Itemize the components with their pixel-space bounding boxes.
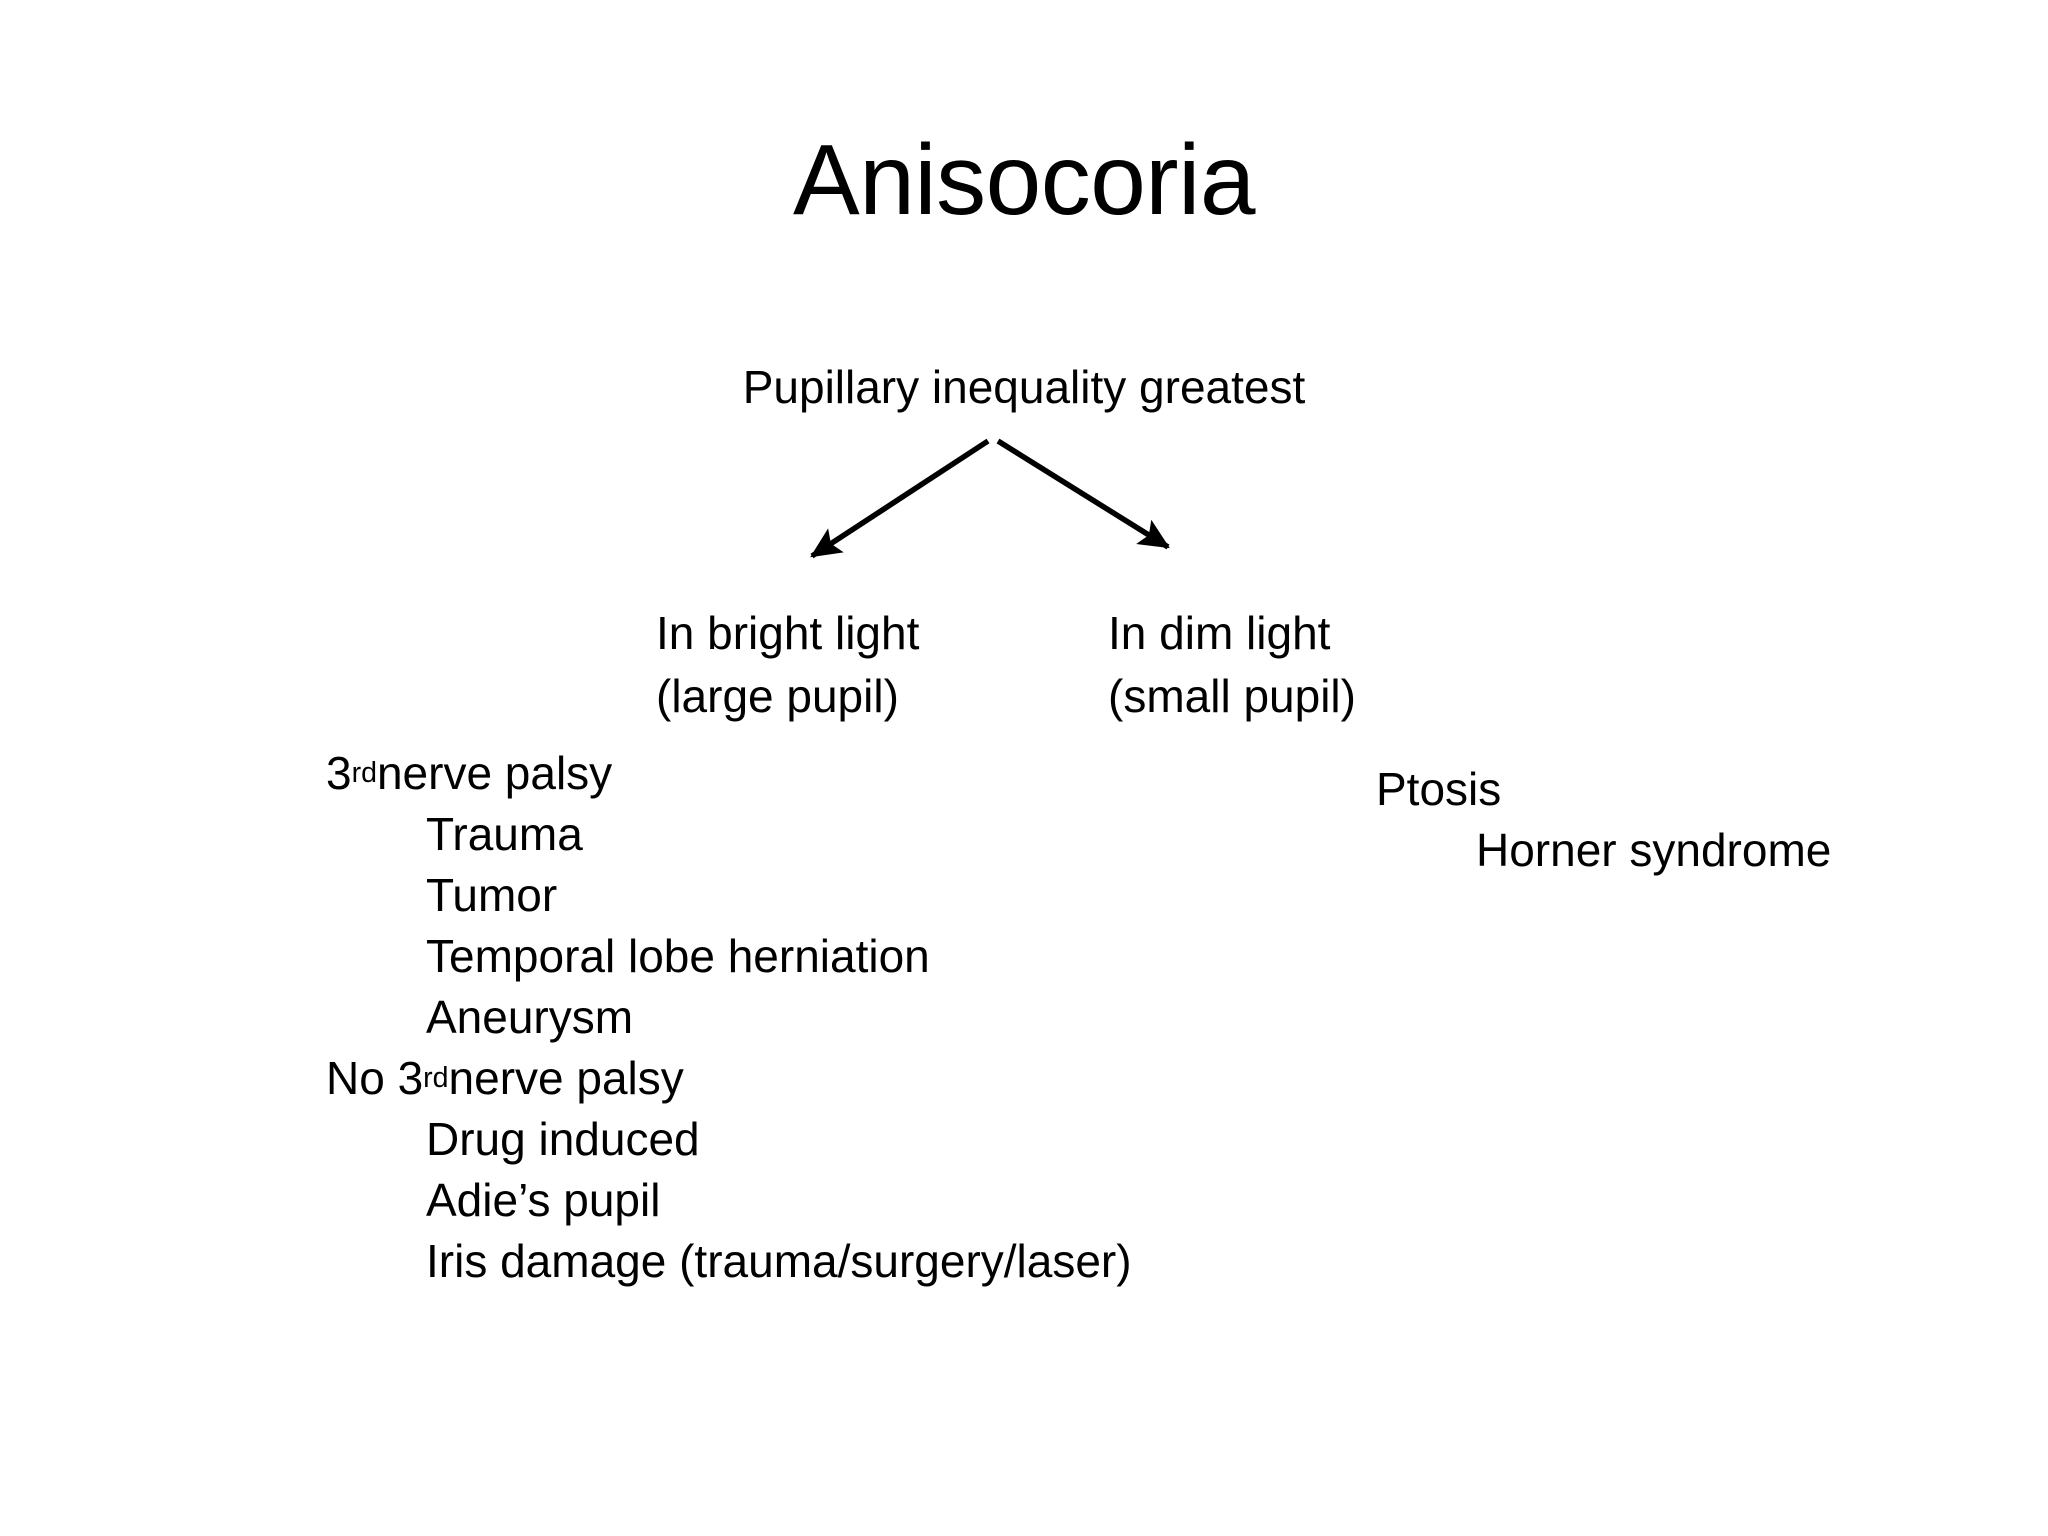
branch-dim-line1: In dim light: [1108, 607, 1331, 659]
list-item: Iris damage (trauma/surgery/laser): [326, 1230, 1132, 1291]
list-item-text: Horner syndrome: [1476, 823, 1832, 876]
tree-root-node: Pupillary inequality greatest: [742, 361, 1306, 413]
list-item-text: Tumor: [426, 868, 558, 921]
list-item: Temporal lobe herniation: [326, 925, 1132, 986]
list-item-text: No 3: [326, 1051, 424, 1104]
list-item: Drug induced: [326, 1108, 1132, 1169]
list-item: Aneurysm: [326, 986, 1132, 1047]
list-item-text: nerve palsy: [376, 746, 613, 799]
list-item-text: Aneurysm: [426, 990, 634, 1043]
list-item: Adie’s pupil: [326, 1169, 1132, 1230]
list-item-text: Ptosis: [1376, 762, 1502, 815]
arrow-to-dim: [996, 438, 1170, 550]
list-item-text: 3: [326, 746, 352, 799]
page-title: Anisocoria: [793, 124, 1255, 236]
list-item-text: Iris damage (trauma/surgery/laser): [426, 1234, 1132, 1287]
list-item: Trauma: [326, 803, 1132, 864]
branch-label-bright-light: In bright light (large pupil): [656, 602, 919, 729]
list-item-text: nerve palsy: [448, 1051, 684, 1104]
branch-dim-line2: (small pupil): [1108, 670, 1356, 723]
list-item: Tumor: [326, 864, 1132, 925]
list-item-text: Temporal lobe herniation: [426, 929, 930, 982]
branch-label-dim-light: In dim light (small pupil): [1108, 602, 1356, 729]
arrow-to-bright: [810, 438, 990, 559]
branch-bright-line1: In bright light: [656, 607, 920, 659]
branch-bright-line2: (large pupil): [656, 670, 899, 723]
list-item-text: Trauma: [426, 807, 583, 860]
list-item: Horner syndrome: [1376, 819, 1831, 880]
list-item: Ptosis: [1376, 758, 1831, 819]
list-item-text: Adie’s pupil: [426, 1173, 661, 1226]
list-item-text: Drug induced: [426, 1112, 700, 1165]
